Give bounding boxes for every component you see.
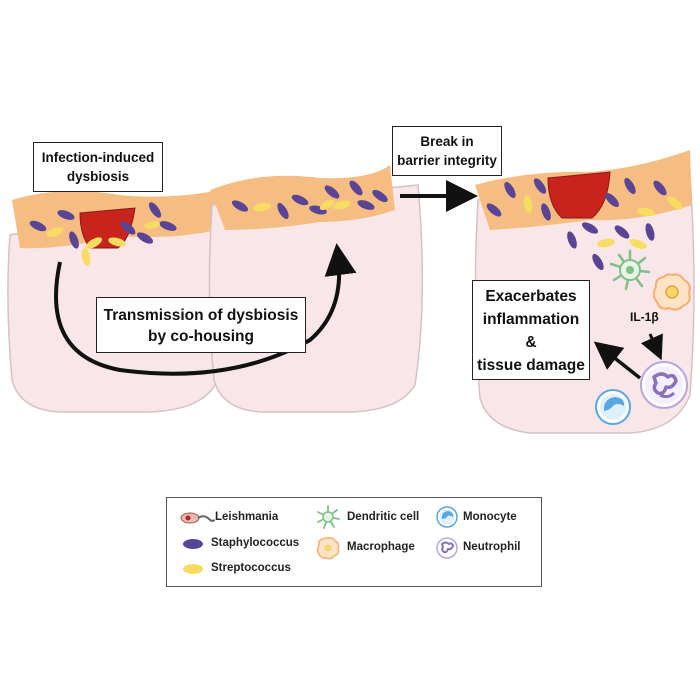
label-line: tissue damage — [477, 357, 585, 374]
neutrophil-icon — [436, 537, 458, 559]
streptococcus-icon — [183, 564, 203, 574]
cytokine-label-il1b: IL-1β — [630, 310, 659, 324]
monocyte-cell — [595, 389, 631, 425]
monocyte-icon — [436, 506, 458, 528]
label-infection-induced-dysbiosis: Infection-induced dysbiosis — [33, 142, 163, 192]
dendritic-cell-icon — [317, 505, 340, 529]
bacteria-3 — [486, 177, 683, 271]
label-line: barrier integrity — [397, 153, 497, 168]
label-line: by co-housing — [148, 328, 254, 345]
legend-label: Neutrophil — [463, 541, 521, 553]
legend-label: Dendritic cell — [347, 511, 420, 523]
lesion-1 — [79, 207, 136, 249]
label-line: inflammation — [482, 311, 580, 328]
label-line: Transmission of dysbiosis — [103, 307, 299, 324]
legend-label: Streptococcus — [211, 562, 291, 574]
arrow-exacerbates — [593, 341, 642, 380]
label-line: Infection-induced — [41, 150, 155, 165]
label-line: Break in — [420, 134, 474, 149]
legend-label: Staphylococcus — [211, 537, 300, 549]
bacteria-1 — [29, 202, 177, 266]
macrophage-cell — [652, 273, 691, 311]
lesion-3 — [547, 171, 611, 219]
legend: Leishmania Staphylococcus Streptococcus — [166, 497, 542, 587]
staphylococcus-icon — [183, 539, 203, 549]
legend-label: Macrophage — [347, 541, 415, 553]
legend-label: Monocyte — [463, 511, 517, 523]
arrow-transmission — [54, 243, 357, 376]
label-line: dysbiosis — [66, 169, 130, 184]
macrophage-icon — [316, 536, 340, 560]
arrow-il1b — [640, 333, 663, 361]
neutrophil-cell — [640, 361, 688, 409]
label-line: Exacerbates — [485, 288, 577, 305]
label-transmission-by-cohousing: Transmission of dysbiosis by co-housing — [96, 297, 306, 353]
legend-label: Leishmania — [215, 511, 279, 523]
leishmania-icon — [180, 512, 215, 524]
dendritic-cell — [609, 249, 651, 291]
label-break-in-barrier-integrity: Break in barrier integrity — [392, 126, 502, 176]
label-line: & — [525, 334, 537, 351]
label-exacerbates-inflammation: Exacerbates inflammation & tissue damage — [472, 280, 590, 380]
bacteria-2 — [231, 180, 388, 220]
skin-section-2 — [208, 165, 424, 413]
